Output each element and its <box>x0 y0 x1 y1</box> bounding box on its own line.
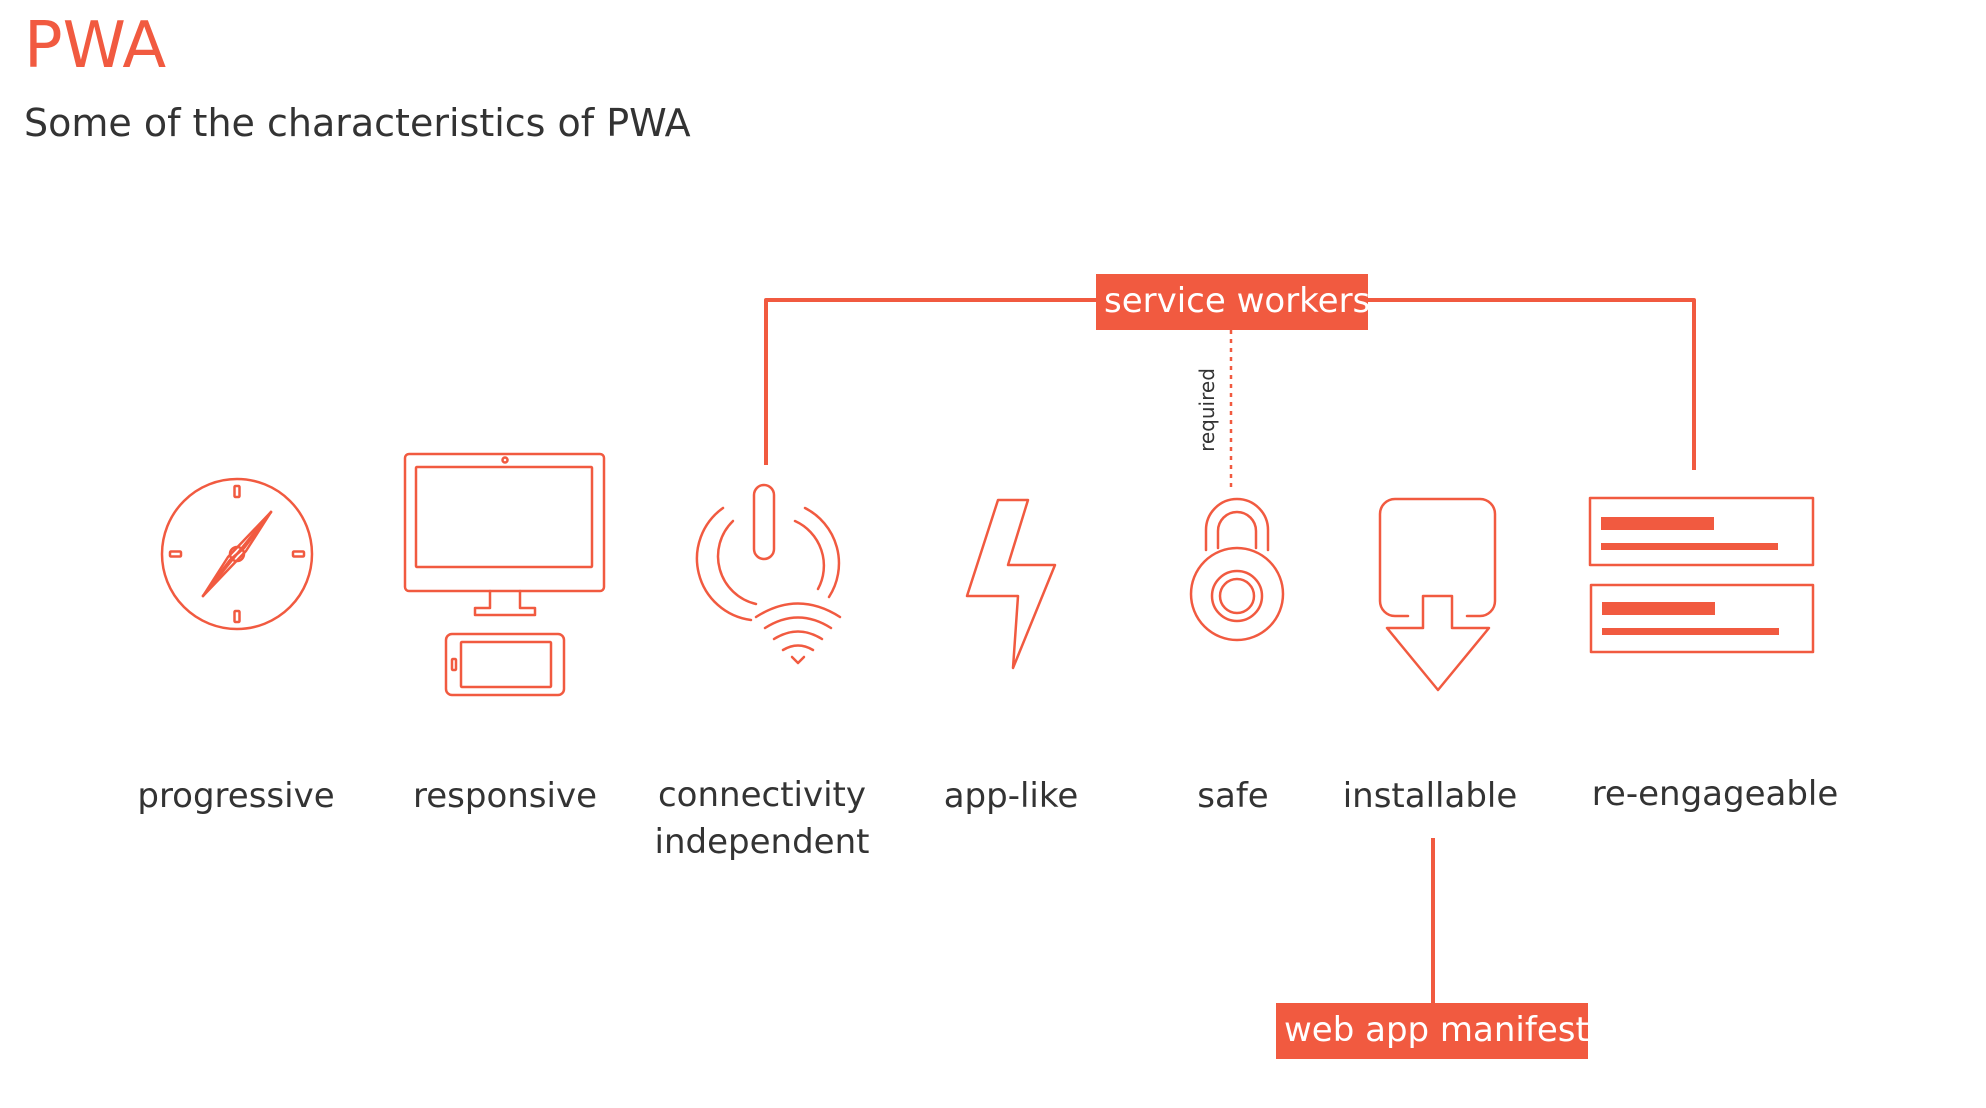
label-app-like: app-like <box>943 776 1079 816</box>
install-arrow-icon <box>1378 497 1497 692</box>
page-subtitle: Some of the characteristics of PWA <box>24 101 691 145</box>
label-re-engageable: re-engageable <box>1591 774 1839 814</box>
label-connectivity-independent: connectivity independent <box>654 775 870 862</box>
monitor-phone-icon <box>403 452 606 697</box>
padlock-icon <box>1189 497 1285 642</box>
service-workers-connector <box>764 298 1696 470</box>
lightning-icon <box>965 498 1057 670</box>
required-label: required <box>1195 368 1219 452</box>
label-installable: installable <box>1342 776 1518 816</box>
web-app-manifest-tag: web app manifest <box>1276 1003 1589 1059</box>
label-responsive: responsive <box>413 776 597 816</box>
compass-icon <box>160 477 314 631</box>
page-title: PWA <box>24 9 167 83</box>
notification-cards-icon <box>1588 496 1815 654</box>
service-workers-tag: service workers <box>1096 274 1370 330</box>
label-safe: safe <box>1197 776 1269 816</box>
power-wifi-icon <box>695 483 842 665</box>
label-progressive: progressive <box>137 776 335 816</box>
